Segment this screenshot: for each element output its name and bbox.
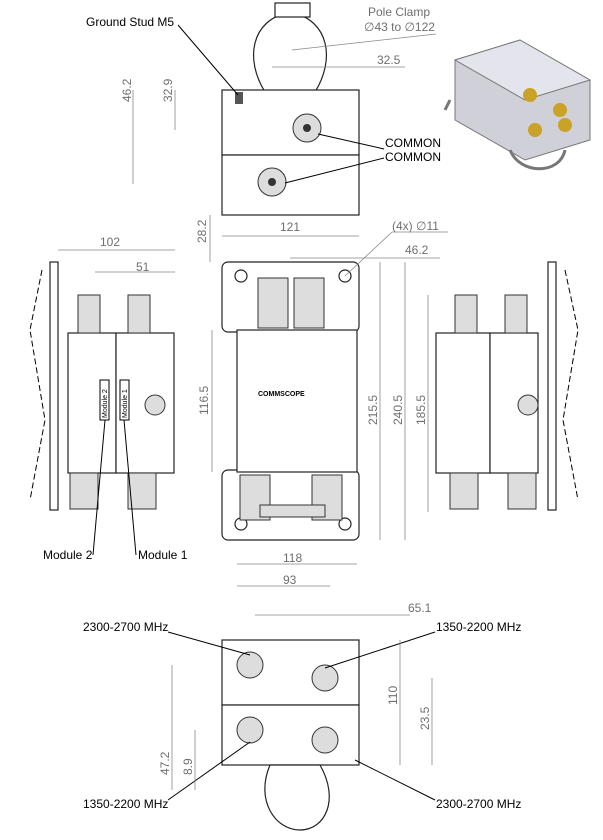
module-1-label: Module 1 bbox=[138, 548, 188, 562]
connector bbox=[257, 277, 289, 329]
ground-stud-label: Ground Stud M5 bbox=[86, 15, 174, 29]
port-label-top-right: 1350-2200 MHz bbox=[436, 620, 521, 634]
dim-240-5: 240.5 bbox=[391, 395, 405, 425]
bracket bbox=[547, 261, 557, 511]
dim-93: 93 bbox=[283, 573, 297, 587]
leader-line bbox=[317, 133, 385, 150]
leader-line bbox=[344, 231, 393, 277]
leader-line bbox=[167, 741, 251, 801]
common-label-1: COMMON bbox=[385, 136, 441, 150]
connector bbox=[77, 294, 101, 334]
module-body bbox=[435, 332, 491, 474]
connector-pin bbox=[268, 178, 276, 186]
connector bbox=[293, 277, 325, 329]
module-top-upper bbox=[221, 89, 360, 156]
connector bbox=[504, 294, 528, 334]
module-top-lower bbox=[221, 154, 360, 216]
dim-32-5: 32.5 bbox=[377, 53, 401, 67]
dim-46-2-top: 46.2 bbox=[120, 78, 134, 102]
connector bbox=[127, 472, 157, 510]
connector bbox=[507, 472, 537, 510]
pole-outline bbox=[29, 269, 46, 501]
dim-121: 121 bbox=[280, 220, 300, 234]
module-1-tag: Module 1 bbox=[122, 389, 129, 418]
clamp-band bbox=[259, 504, 326, 518]
leader-line bbox=[354, 759, 436, 801]
dim-23-5: 23.5 bbox=[418, 706, 432, 730]
leader-line bbox=[167, 631, 251, 656]
pole-range-label: ∅43 to ∅122 bbox=[364, 20, 435, 34]
brand-logo: COMMSCOPE bbox=[258, 391, 305, 398]
port-label-bottom-left: 1350-2200 MHz bbox=[83, 797, 168, 811]
port-label-bottom-right: 2300-2700 MHz bbox=[436, 797, 521, 811]
dim-110: 110 bbox=[386, 686, 400, 705]
port-connector bbox=[311, 664, 339, 692]
connector bbox=[69, 472, 99, 510]
mounting-hole bbox=[234, 269, 248, 283]
dim-51: 51 bbox=[136, 260, 150, 274]
leader-line bbox=[324, 631, 436, 669]
leader-line bbox=[291, 33, 437, 51]
front-view: COMMSCOPE 121 28.2 (4x) ∅11 46.2 116.5 2… bbox=[195, 215, 448, 587]
common-label-2: COMMON bbox=[385, 150, 441, 164]
leader-line bbox=[284, 157, 385, 184]
top-view: Ground Stud M5 Pole Clamp ∅43 to ∅122 32… bbox=[86, 2, 441, 216]
dim-47-2: 47.2 bbox=[158, 751, 172, 775]
dim-215-5: 215.5 bbox=[366, 395, 380, 425]
connector-pin bbox=[303, 124, 311, 132]
connector bbox=[449, 472, 479, 510]
holes-label: (4x) ∅11 bbox=[392, 219, 439, 233]
dim-65-1: 65.1 bbox=[408, 601, 432, 615]
dim-116-5: 116.5 bbox=[197, 386, 211, 415]
port-label-top-left: 2300-2700 MHz bbox=[83, 620, 168, 634]
dim-185-5: 185.5 bbox=[414, 395, 428, 425]
leader-line bbox=[92, 419, 106, 556]
bottom-view: 65.1 2300-2700 MHz 1350-2200 MHz 1350-22… bbox=[83, 601, 521, 831]
dim-32-9: 32.9 bbox=[161, 78, 175, 102]
dim-28-2: 28.2 bbox=[195, 219, 209, 243]
isometric-product-image bbox=[443, 39, 592, 171]
pole-clamp-shape bbox=[264, 764, 330, 831]
side-view-right: 185.5 bbox=[414, 261, 579, 512]
bracket bbox=[49, 261, 59, 511]
module-front-body bbox=[236, 329, 358, 473]
leader-line bbox=[177, 24, 239, 96]
module-2-tag: Module 2 bbox=[102, 389, 109, 418]
pole-outline bbox=[562, 269, 579, 501]
side-view-left: Module 2 Module 1 102 51 Module 2 Module… bbox=[29, 235, 188, 562]
port-connector bbox=[236, 651, 264, 679]
dim-46-2-front: 46.2 bbox=[405, 243, 429, 257]
dim-102: 102 bbox=[100, 235, 120, 249]
port-connector bbox=[236, 716, 264, 744]
pole-clamp-label: Pole Clamp bbox=[368, 5, 430, 19]
dim-8-9: 8.9 bbox=[181, 758, 195, 775]
side-connector bbox=[517, 394, 539, 416]
dim-118: 118 bbox=[283, 551, 302, 565]
connector bbox=[127, 294, 151, 334]
connector bbox=[454, 294, 478, 334]
mounting-hole bbox=[338, 517, 352, 531]
side-connector bbox=[144, 394, 166, 416]
leader-line bbox=[123, 419, 137, 556]
clamp-bolt bbox=[274, 2, 311, 18]
module-2-label: Module 2 bbox=[43, 548, 93, 562]
ground-stud bbox=[235, 92, 243, 104]
pole-clamp-shape bbox=[252, 11, 328, 93]
port-connector bbox=[311, 726, 339, 754]
